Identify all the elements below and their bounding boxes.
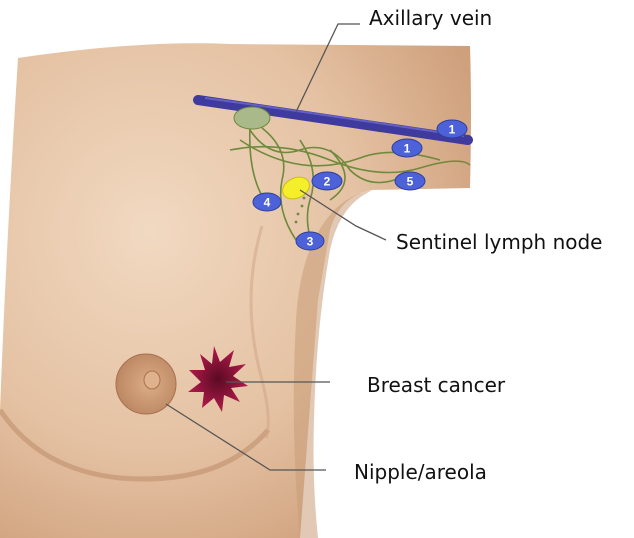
label-sentinel-lymph-node: Sentinel lymph node	[396, 232, 602, 252]
node-2-label: 2	[324, 175, 331, 189]
node-1a: 1	[437, 120, 467, 138]
node-4: 4	[253, 193, 281, 211]
node-5: 5	[395, 172, 425, 190]
node-3-label: 3	[307, 235, 314, 249]
node-1b-label: 1	[404, 142, 411, 156]
node-3: 3	[296, 232, 324, 250]
node-2: 2	[312, 172, 342, 190]
label-axillary-vein: Axillary vein	[369, 8, 492, 28]
apical-lymph-node	[234, 107, 270, 129]
node-1a-label: 1	[449, 123, 456, 137]
node-1b: 1	[392, 139, 422, 157]
label-breast-cancer: Breast cancer	[367, 375, 505, 395]
node-4-label: 4	[264, 196, 271, 210]
label-nipple-areola: Nipple/areola	[354, 462, 487, 482]
node-5-label: 5	[407, 175, 414, 189]
nipple	[144, 371, 160, 389]
